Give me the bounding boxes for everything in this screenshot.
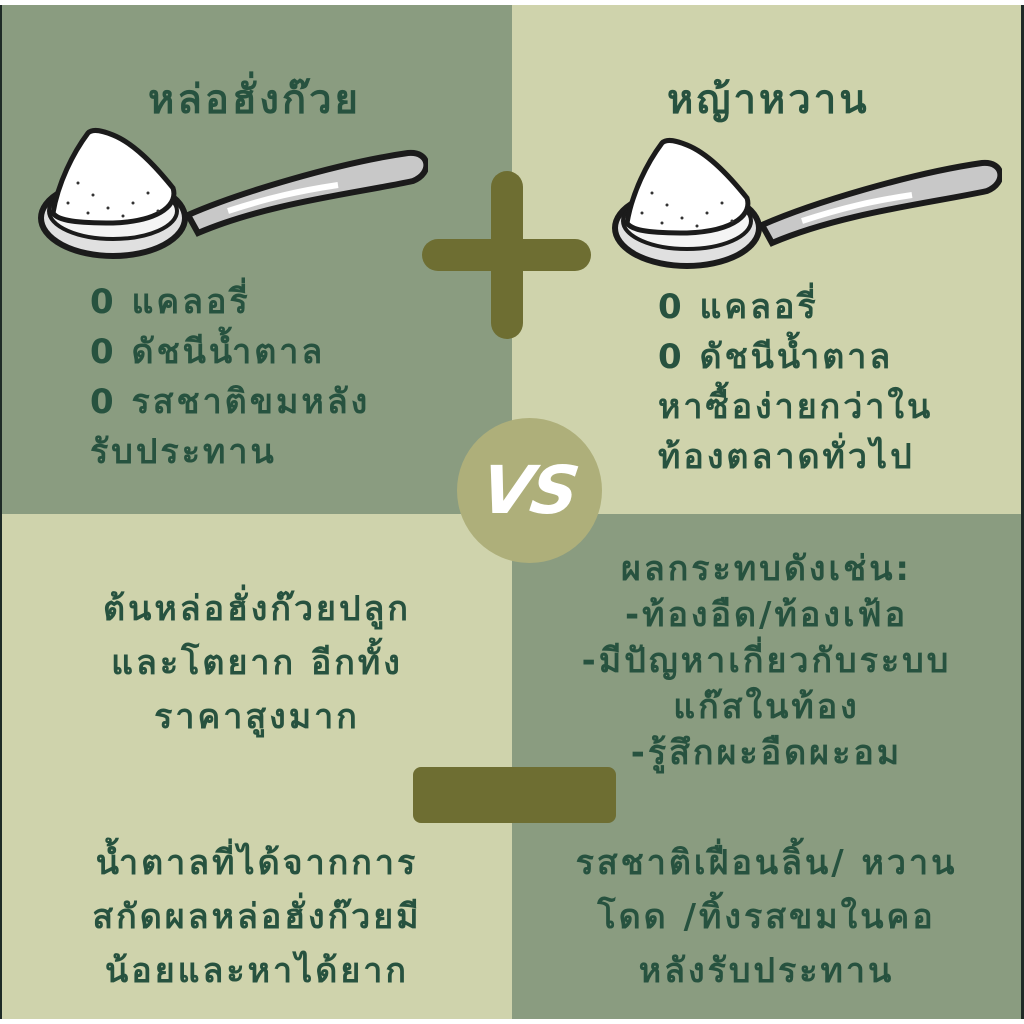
monkfruit-benefit-list: 0 แคลอรี่ 0 ดัชนีน้ำตาล 0 รสชาติขมหลัง ร…: [90, 277, 370, 477]
benefit-item: 0 ดัชนีน้ำตาล: [658, 337, 894, 377]
quadrant-monkfruit-cons: ต้นหล่อฮั่งก๊วยปลูก และโตยาก อีกทั้ง ราค…: [2, 514, 512, 1019]
benefit-item: 0 ดัชนีน้ำตาล: [90, 332, 326, 372]
benefit-item: 0 รสชาติขมหลัง: [90, 382, 371, 422]
drawback-line: โดด /ทิ้งรสขมในคอ: [597, 897, 936, 937]
spoon-sugar-icon: [38, 127, 428, 259]
stevia-title: หญ้าหวาน: [667, 77, 870, 123]
drawback-line: ผลกระทบดังเช่น:: [620, 549, 913, 589]
vs-badge: VS: [457, 418, 602, 563]
benefit-item: 0 แคลอรี่: [658, 287, 819, 327]
drawback-line: ราคาสูงมาก: [154, 697, 360, 737]
benefit-item: 0 แคลอรี่: [90, 282, 251, 322]
drawback-line: แก๊สในท้อง: [673, 687, 860, 727]
vs-label: VS: [476, 452, 583, 529]
monkfruit-drawback-cultivation: ต้นหล่อฮั่งก๊วยปลูก และโตยาก อีกทั้ง ราค…: [2, 582, 512, 744]
minus-icon: [413, 767, 616, 823]
monkfruit-drawback-yield: น้ำตาลที่ได้จากการ สกัดผลหล่อฮั่งก๊วยมี …: [2, 836, 512, 998]
drawback-line: น้อยและหาได้ยาก: [105, 951, 409, 991]
drawback-line: รสชาติเฝื่อนลิ้น/ หวาน: [575, 843, 958, 883]
stevia-drawback-taste: รสชาติเฝื่อนลิ้น/ หวาน โดด /ทิ้งรสขมในคอ…: [512, 836, 1021, 998]
drawback-line: ต้นหล่อฮั่งก๊วยปลูก: [103, 589, 411, 629]
drawback-line: -รู้สึกผะอืดผะอม: [630, 733, 903, 773]
spoon-sugar-icon: [612, 137, 1002, 269]
benefit-item: รับประทาน: [90, 432, 277, 472]
drawback-line: -ท้องอืด/ท้องเฟ้อ: [624, 595, 908, 635]
drawback-line: สกัดผลหล่อฮั่งก๊วยมี: [92, 897, 422, 937]
drawback-line: หลังรับประทาน: [638, 951, 895, 991]
benefit-item: หาซื้อง่ายกว่าใน: [658, 387, 934, 427]
plus-icon-bar: [422, 239, 591, 271]
stevia-benefit-list: 0 แคลอรี่ 0 ดัชนีน้ำตาล หาซื้อง่ายกว่าใน…: [658, 282, 933, 482]
quadrant-stevia-pros: หญ้าหวาน 0 แคลอรี่ 0 ดัชนีน้ำตาล หาซื้อง…: [512, 5, 1021, 514]
drawback-line: -มีปัญหาเกี่ยวกับระบบ: [581, 641, 952, 681]
monkfruit-title: หล่อฮั่งก๊วย: [148, 77, 361, 123]
drawback-line: น้ำตาลที่ได้จากการ: [95, 843, 419, 883]
drawback-line: และโตยาก อีกทั้ง: [111, 643, 403, 683]
quadrant-stevia-cons: ผลกระทบดังเช่น: -ท้องอืด/ท้องเฟ้อ -มีปัญ…: [512, 514, 1021, 1019]
benefit-item: ท้องตลาดทั่วไป: [658, 437, 915, 477]
stevia-drawback-side-effects: ผลกระทบดังเช่น: -ท้องอืด/ท้องเฟ้อ -มีปัญ…: [512, 546, 1021, 776]
